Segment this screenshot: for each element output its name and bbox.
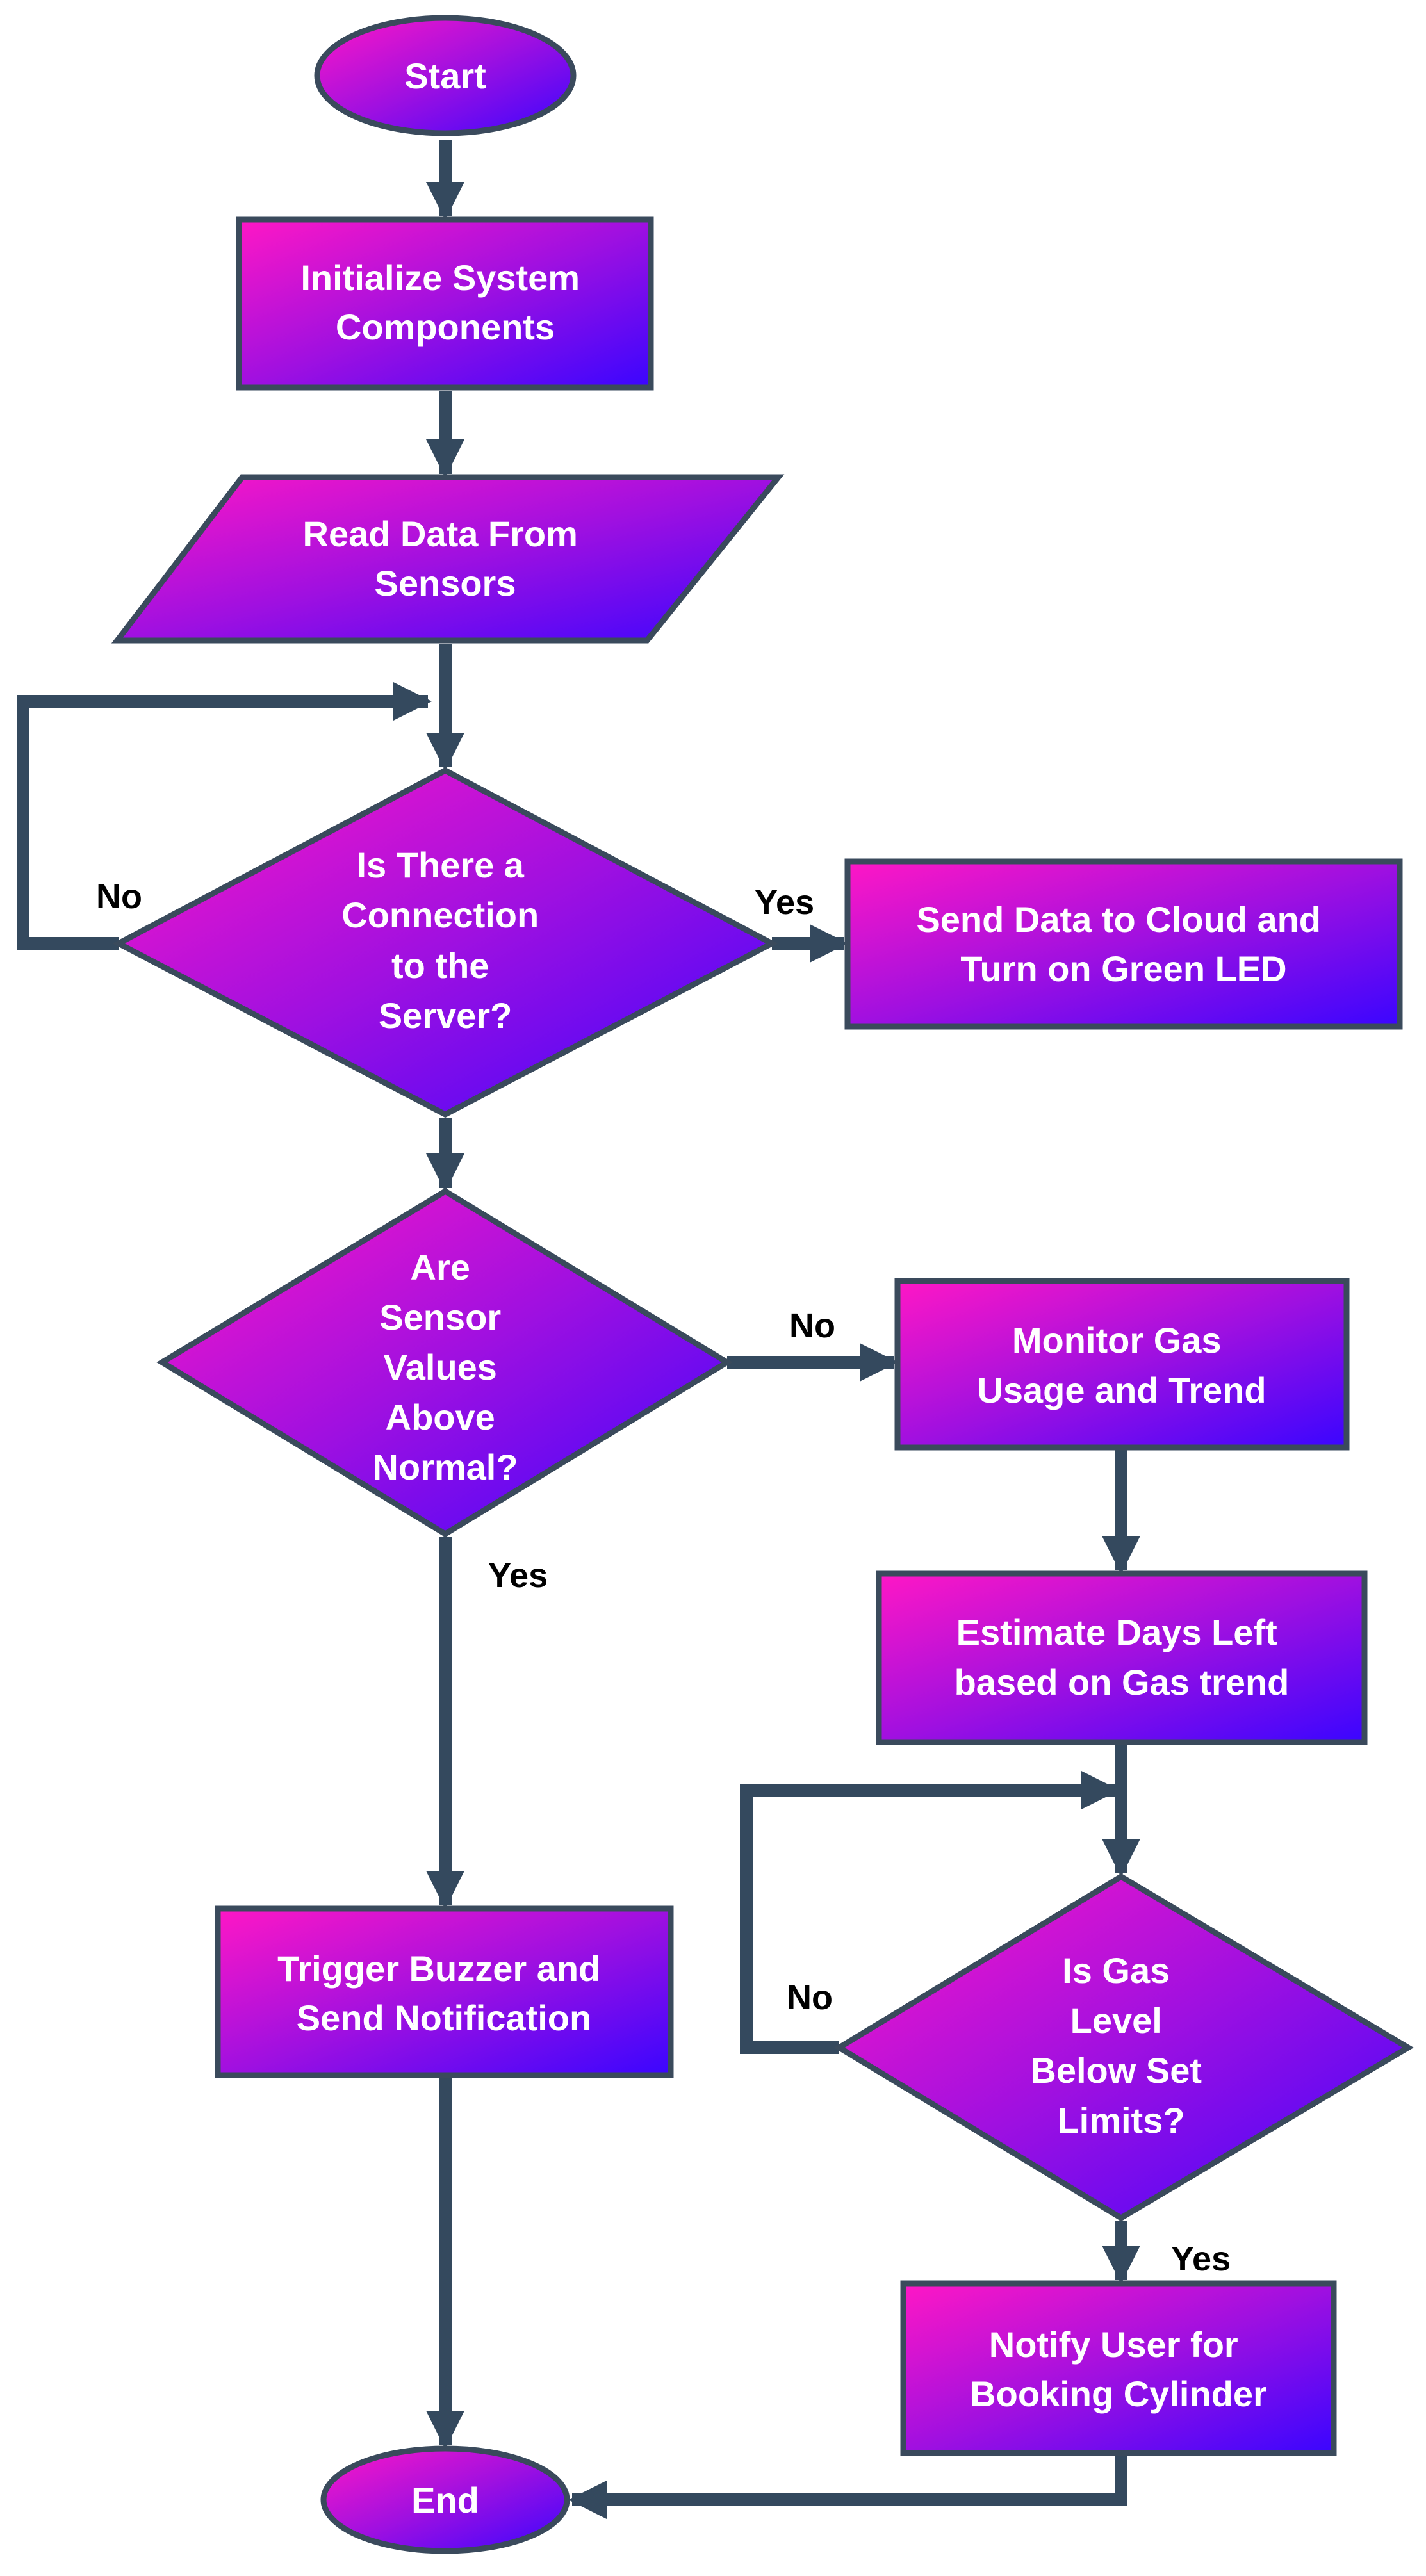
end-label: End <box>411 2480 479 2520</box>
monitor-label: Monitor Gas Usage and Trend <box>977 1320 1266 1410</box>
sensor-yes-label: Yes <box>488 1556 548 1595</box>
send-cloud-process <box>844 858 1403 1030</box>
connection-label-line-2: Connection <box>341 895 539 935</box>
estimate-label-line-1: Estimate Days Left <box>956 1612 1277 1652</box>
connection-label-line-4: Server? <box>379 995 512 1036</box>
sensor-check-label-line-4: Above <box>386 1397 495 1437</box>
edge-notify-to-end <box>568 2453 1127 2519</box>
init-label-line-2: Components <box>336 307 555 347</box>
gas-level-label-line-2: Level <box>1070 2000 1162 2041</box>
sensor-no-label: No <box>789 1307 835 1345</box>
notify-process <box>900 2280 1337 2456</box>
connection-label-line-3: to the <box>391 945 489 986</box>
read-label: Read Data From Sensors <box>303 514 588 603</box>
read-data-parallelogram <box>111 474 785 644</box>
connection-yes-label: Yes <box>755 883 814 922</box>
sensor-check-label: Are Sensor Values Above Normal? <box>372 1247 518 1487</box>
connection-label: Is There a Connection to the Server? <box>341 845 549 1036</box>
start-terminal <box>314 15 577 136</box>
gas-level-label-line-1: Is Gas <box>1062 1950 1170 1991</box>
init-label: Initialize System Components <box>300 257 589 347</box>
monitor-label-line-2: Usage and Trend <box>977 1370 1266 1410</box>
sensor-check-label-line-2: Sensor <box>379 1297 501 1337</box>
gas-level-label-line-4: Limits? <box>1057 2100 1184 2140</box>
connection-decision <box>112 767 778 1118</box>
trigger-label: Trigger Buzzer and Send Notification <box>277 1948 611 2038</box>
init-process <box>236 216 654 391</box>
init-label-line-1: Initialize System <box>300 257 580 298</box>
send-cloud-label: Send Data to Cloud and Turn on Green LED <box>916 899 1331 989</box>
read-label-line-2: Sensors <box>375 563 516 603</box>
estimate-process <box>876 1570 1368 1745</box>
gas-level-label: Is Gas Level Below Set Limits? <box>1030 1950 1211 2140</box>
estimate-label-line-2: based on Gas trend <box>955 1662 1290 1702</box>
monitor-label-line-1: Monitor Gas <box>1012 1320 1222 1360</box>
connection-label-line-1: Is There a <box>356 845 524 885</box>
sensor-check-label-line-3: Values <box>383 1347 496 1387</box>
notify-label-line-2: Booking Cylinder <box>970 2374 1267 2414</box>
trigger-label-line-2: Send Notification <box>297 1998 591 2038</box>
notify-label: Notify User for Booking Cylinder <box>970 2324 1267 2414</box>
edge-connection-no-loop <box>17 682 432 950</box>
connection-no-label: No <box>96 877 142 916</box>
notify-label-line-1: Notify User for <box>989 2324 1238 2365</box>
estimate-label: Estimate Days Left based on Gas trend <box>955 1612 1290 1702</box>
sensor-check-label-line-1: Are <box>411 1247 470 1287</box>
sensor-check-decision <box>156 1187 733 1538</box>
read-label-line-1: Read Data From <box>303 514 578 554</box>
end-terminal <box>320 2445 570 2554</box>
gas-level-label-line-3: Below Set <box>1030 2050 1202 2091</box>
gas-no-label: No <box>787 1978 833 2017</box>
trigger-process <box>215 1905 674 2078</box>
sensor-check-label-line-5: Normal? <box>372 1447 518 1487</box>
send-cloud-label-line-1: Send Data to Cloud and <box>916 899 1321 940</box>
trigger-label-line-1: Trigger Buzzer and <box>277 1948 600 1989</box>
shapes <box>111 15 1414 2554</box>
start-label: Start <box>404 56 486 96</box>
gas-level-decision <box>833 1873 1414 2222</box>
gas-yes-label: Yes <box>1171 2240 1231 2278</box>
send-cloud-label-line-2: Turn on Green LED <box>960 949 1286 989</box>
monitor-process <box>894 1278 1350 1451</box>
edge-gas-no-loop <box>740 1771 1120 2054</box>
connectors <box>17 140 1140 2519</box>
